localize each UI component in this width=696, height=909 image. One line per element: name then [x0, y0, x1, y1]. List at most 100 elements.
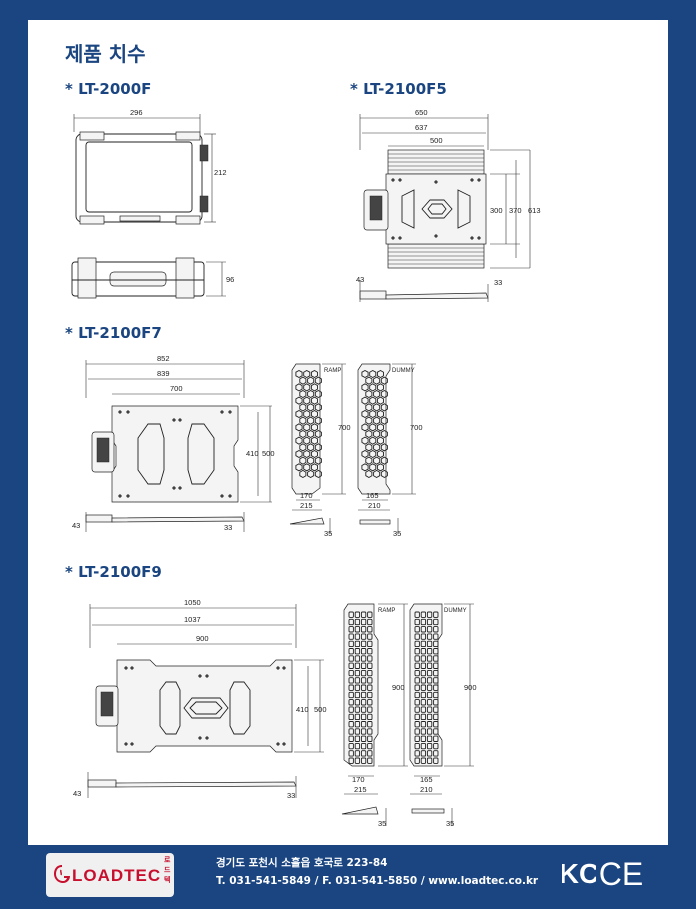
- pattern-cell: [303, 409, 311, 419]
- pattern-cell: [299, 456, 307, 465]
- pattern-cell: [420, 640, 427, 648]
- dim-lt2000f-width: 296: [130, 108, 143, 117]
- pattern-cell: [295, 369, 303, 379]
- pattern-cell: [433, 633, 439, 640]
- section-title-lt-2000f: * LT-2000F: [65, 80, 152, 98]
- dim-lt2100f7-410: 410: [246, 449, 259, 458]
- pattern-cell: [380, 416, 388, 425]
- pattern-cell: [348, 757, 354, 764]
- pattern-cell: [310, 409, 318, 419]
- pattern-cell: [295, 383, 303, 392]
- pattern-cell: [380, 456, 388, 465]
- dim-lt2100f5-370: 370: [509, 206, 522, 215]
- pattern-cell: [367, 684, 373, 691]
- pattern-cell: [310, 383, 318, 392]
- dim-lt2100f9-410: 410: [296, 705, 309, 714]
- pattern-cell: [303, 463, 311, 472]
- pattern-cell: [299, 469, 307, 479]
- pattern-cell: [433, 757, 439, 764]
- pattern-cell: [433, 648, 439, 655]
- pattern-cell: [365, 469, 373, 479]
- pattern-cell: [376, 423, 384, 432]
- pattern-cell: [295, 436, 303, 445]
- pattern-cell: [310, 463, 318, 472]
- pattern-cell: [307, 469, 315, 479]
- dim-lt2100f9-43: 43: [73, 789, 81, 798]
- pattern-cell: [360, 713, 367, 721]
- pattern-cell: [367, 662, 373, 669]
- dummy-f7: DUMMY 700 165 210 35: [357, 363, 423, 538]
- pattern-cell: [433, 611, 439, 618]
- pattern-cell: [354, 721, 361, 728]
- dim-dummy-f7-t: 35: [393, 529, 401, 538]
- pattern-cell: [348, 735, 354, 742]
- pattern-cell: [303, 449, 311, 459]
- pattern-cell: [348, 677, 354, 684]
- pattern-cell: [376, 463, 384, 472]
- pattern-cell: [307, 403, 315, 412]
- pattern-cell: [376, 369, 384, 379]
- pattern-cell: [361, 449, 369, 459]
- dim-lt2100f7-500: 500: [262, 449, 275, 458]
- pattern-cell: [361, 369, 369, 379]
- pattern-cell: [360, 655, 367, 662]
- pattern-cell: [360, 677, 367, 684]
- pattern-cell: [380, 389, 388, 399]
- pattern-cell: [433, 626, 439, 633]
- pattern-cell: [348, 648, 354, 655]
- pattern-cell: [354, 728, 361, 735]
- dim-dummy-f9-w1: 165: [420, 775, 433, 784]
- pattern-cell: [426, 713, 433, 721]
- dim-lt2100f5-33: 33: [494, 278, 502, 287]
- pattern-cell: [299, 416, 307, 425]
- ce-mark-text: CE: [599, 856, 643, 889]
- pattern-cell: [361, 463, 369, 472]
- dummy-f9: DUMMY 900 165 210 35: [409, 603, 477, 828]
- pattern-cell: [414, 633, 420, 640]
- dim-ramp-f9-t: 35: [378, 819, 386, 828]
- pattern-cell: [314, 443, 322, 452]
- pattern-cell: [426, 662, 433, 669]
- pattern-cell: [361, 409, 369, 419]
- pattern-cell: [367, 750, 373, 757]
- pattern-cell: [376, 449, 384, 459]
- pattern-cell: [414, 691, 420, 699]
- pattern-cell: [414, 684, 420, 691]
- pattern-cell: [354, 742, 361, 750]
- pattern-cell: [348, 611, 354, 618]
- pattern-cell: [420, 618, 427, 626]
- pattern-cell: [354, 655, 361, 662]
- pattern-cell: [354, 626, 361, 633]
- pattern-cell: [354, 757, 361, 764]
- pattern-cell: [360, 648, 367, 655]
- company-address: 경기도 포천시 소흘읍 호국로 223-84: [216, 857, 388, 869]
- pattern-cell: [367, 735, 373, 742]
- pattern-cell: [360, 633, 367, 640]
- pattern-cell: [361, 436, 369, 445]
- pattern-cell: [299, 429, 307, 439]
- pattern-cell: [360, 699, 367, 706]
- pattern-cell: [426, 691, 433, 699]
- dim-lt2100f7-43: 43: [72, 521, 80, 530]
- dim-lt2100f7-852: 852: [157, 354, 170, 363]
- dim-ramp-f9-len: 900: [392, 683, 405, 692]
- pattern-cell: [310, 369, 318, 379]
- pattern-cell: [360, 735, 367, 742]
- pattern-cell: [420, 677, 427, 684]
- dim-dummy-f7-len: 700: [410, 423, 423, 432]
- pattern-cell: [365, 443, 373, 452]
- pattern-cell: [420, 750, 427, 757]
- pattern-cell: [367, 728, 373, 735]
- pattern-cell: [426, 735, 433, 742]
- drawing-lt-2000f: 296 212 96: [71, 108, 234, 299]
- page-title: 제품 치수: [65, 42, 146, 66]
- label-ramp-f9: RAMP: [378, 608, 395, 614]
- pattern-cell: [373, 376, 381, 385]
- pattern-cell: [360, 618, 367, 626]
- pattern-cell: [420, 684, 427, 691]
- ramp-f9: RAMP 900 170 215 35: [341, 603, 408, 828]
- pattern-cell: [367, 626, 373, 633]
- pattern-cell: [354, 648, 361, 655]
- pattern-cell: [367, 677, 373, 684]
- dim-lt2100f5-650: 650: [415, 108, 428, 117]
